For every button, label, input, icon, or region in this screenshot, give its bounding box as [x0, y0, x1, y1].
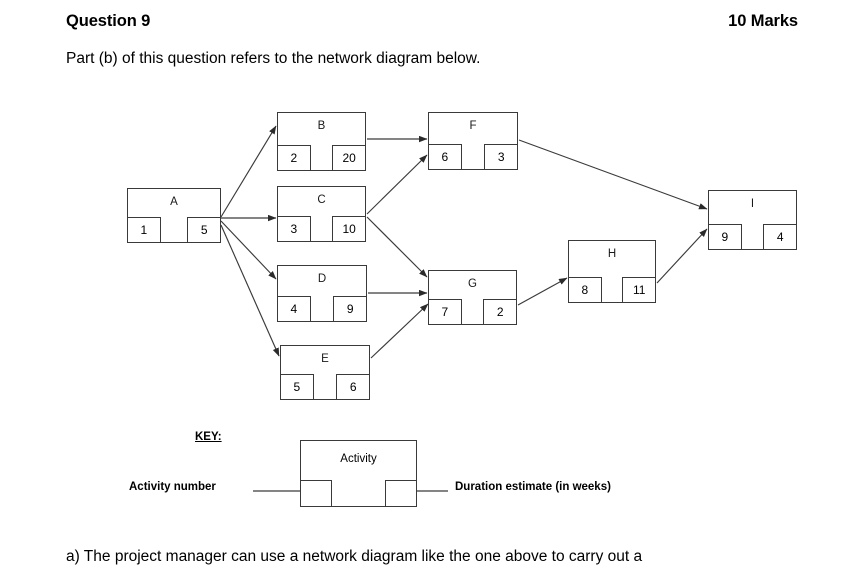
- activity-node-D-number: 4: [276, 296, 311, 323]
- key-duration-cell: [385, 480, 418, 508]
- activity-node-A-label: A: [170, 196, 178, 208]
- activity-node-I-label: I: [750, 198, 755, 210]
- activity-node-G-duration: 2: [483, 299, 518, 326]
- activity-node-E-duration: 6: [336, 374, 371, 401]
- activity-node-E[interactable]: E 5 6: [279, 345, 371, 401]
- activity-node-I[interactable]: I 9 4: [707, 190, 798, 251]
- activity-node-D[interactable]: D 4 9: [276, 265, 368, 323]
- activity-node-H[interactable]: H 8 11: [567, 240, 657, 304]
- key-label-duration-estimate: Duration estimate (in weeks): [455, 481, 611, 493]
- activity-node-C-number: 3: [276, 216, 311, 243]
- marks-label: 10 Marks: [728, 12, 798, 30]
- activity-node-E-number: 5: [279, 374, 314, 401]
- key-activity-number-cell: [299, 480, 332, 508]
- intro-text: Part (b) of this question refers to the …: [66, 50, 481, 67]
- activity-node-G-number: 7: [427, 299, 462, 326]
- activity-node-H-number: 8: [567, 277, 602, 304]
- activity-node-C-duration: 10: [332, 216, 367, 243]
- activity-node-I-number: 9: [707, 224, 742, 251]
- activity-node-E-label: E: [321, 353, 329, 365]
- page-title: Question 9: [66, 12, 151, 30]
- activity-node-B-label: B: [317, 120, 326, 132]
- activity-node-H-duration: 11: [622, 277, 657, 304]
- activity-node-A[interactable]: A 1 5: [126, 188, 222, 244]
- activity-node-F-number: 6: [427, 144, 462, 171]
- activity-node-H-label: H: [607, 248, 617, 260]
- activity-node-G-label: G: [468, 278, 477, 290]
- key-activity-box-label: Activity: [340, 453, 377, 465]
- activity-node-F-label: F: [469, 120, 477, 132]
- page-header: Question 9 10 Marks: [66, 12, 798, 31]
- activity-node-B-duration: 20: [332, 145, 367, 172]
- activity-node-A-number: 1: [126, 217, 161, 244]
- activity-node-G[interactable]: G 7 2: [427, 270, 518, 326]
- activity-node-A-duration: 5: [187, 217, 222, 244]
- activity-node-D-duration: 9: [333, 296, 368, 323]
- key-label-activity-number: Activity number: [129, 481, 216, 493]
- key-title: KEY:: [195, 431, 222, 443]
- activity-node-B[interactable]: B 2 20: [276, 112, 367, 172]
- activity-node-B-number: 2: [276, 145, 311, 172]
- activity-node-I-duration: 4: [763, 224, 798, 251]
- key-activity-box: Activity: [299, 440, 418, 508]
- activity-node-C[interactable]: C 3 10: [276, 186, 367, 243]
- activity-node-F[interactable]: F 6 3: [427, 112, 519, 171]
- activity-node-C-label: C: [317, 194, 326, 206]
- question-a-text: a) The project manager can use a network…: [66, 548, 643, 565]
- activity-node-F-duration: 3: [484, 144, 519, 171]
- activity-node-D-label: D: [317, 273, 327, 285]
